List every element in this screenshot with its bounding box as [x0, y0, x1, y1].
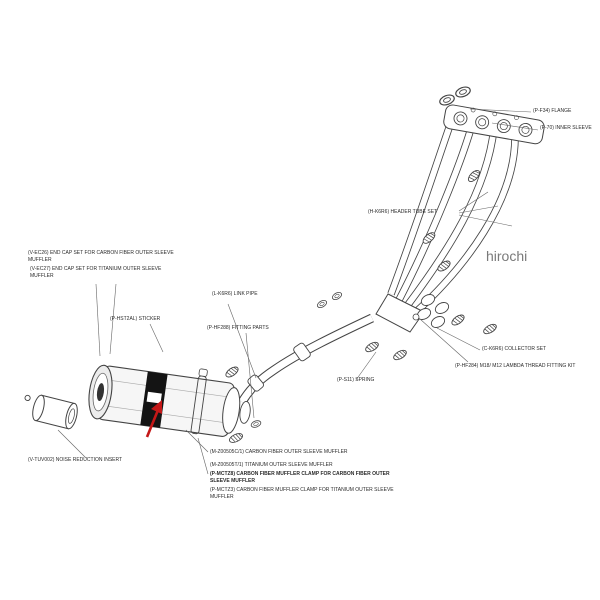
label-end-cap-titanium: (V-EC27) END CAP SET FOR TITANIUM OUTER … [30, 266, 162, 279]
flange-drawing [437, 84, 545, 145]
muffler-clamp-icon [190, 368, 208, 435]
label-muffler-titanium: (M-Z00505T/1) TITANIUM OUTER SLEEVE MUFF… [210, 462, 333, 468]
end-cap-drawing [88, 364, 113, 420]
label-fitting-parts: (P-HF288) FITTING PARTS [207, 325, 269, 331]
leader-lines [57, 108, 539, 475]
spring-icon [227, 431, 245, 445]
label-collector-set: (C-K6R6) COLLECTOR SET [482, 346, 547, 352]
link-pipe-drawing [238, 313, 374, 405]
label-lambda-kit: (P-HF284) M18/ M12 LAMBDA THREAD FITTING… [455, 363, 576, 369]
washer-icon [315, 298, 329, 310]
label-sticker: (P-HST2AL) STICKER [110, 316, 161, 322]
spring-icon [391, 347, 409, 363]
header-tube-set-drawing [387, 106, 519, 315]
label-muffler-carbon: (M-Z00505C/1) CARBON FIBER OUTER SLEEVE … [210, 449, 348, 455]
label-noise-insert: (V-TUV002) NOISE REDUCTION INSERT [28, 457, 123, 463]
label-spring: (P-S11) SPRING [337, 377, 375, 383]
label-clamp-carbon: (P-MCTZ8) CARBON FIBER MUFFLER CLAMP FOR… [210, 471, 390, 484]
red-arrow [145, 400, 162, 438]
bolt-icon [24, 394, 31, 402]
muffler-drawing [88, 364, 251, 437]
label-header-tube-set: (H-K6R6) HEADER TUBE SET [368, 209, 438, 215]
watermark-text: hirochi [486, 248, 528, 264]
spring-icon [223, 364, 241, 380]
lambda-fitting-icon [412, 313, 420, 321]
label-clamp-titanium: (P-MCTZ3) CARBON FIBER MUFFLER CLAMP FOR… [210, 487, 394, 500]
label-end-cap-carbon: (V-EC26) END CAP SET FOR CARBON FIBER OU… [28, 250, 174, 263]
noise-insert-drawing [24, 394, 78, 430]
label-inner-sleeve: (P-70) INNER SLEEVE [540, 125, 592, 131]
collector-drawing [375, 293, 450, 333]
washer-icon [330, 290, 344, 302]
gasket-ring-icon [437, 84, 473, 108]
spring-icon [449, 312, 467, 328]
label-link-pipe: (L-K6R6) LINK PIPE [212, 291, 258, 297]
washer-icon [249, 419, 263, 429]
spring-icon [363, 339, 381, 355]
spring-icon [481, 321, 499, 337]
label-flange: (P-F34) FLANGE [533, 108, 572, 114]
